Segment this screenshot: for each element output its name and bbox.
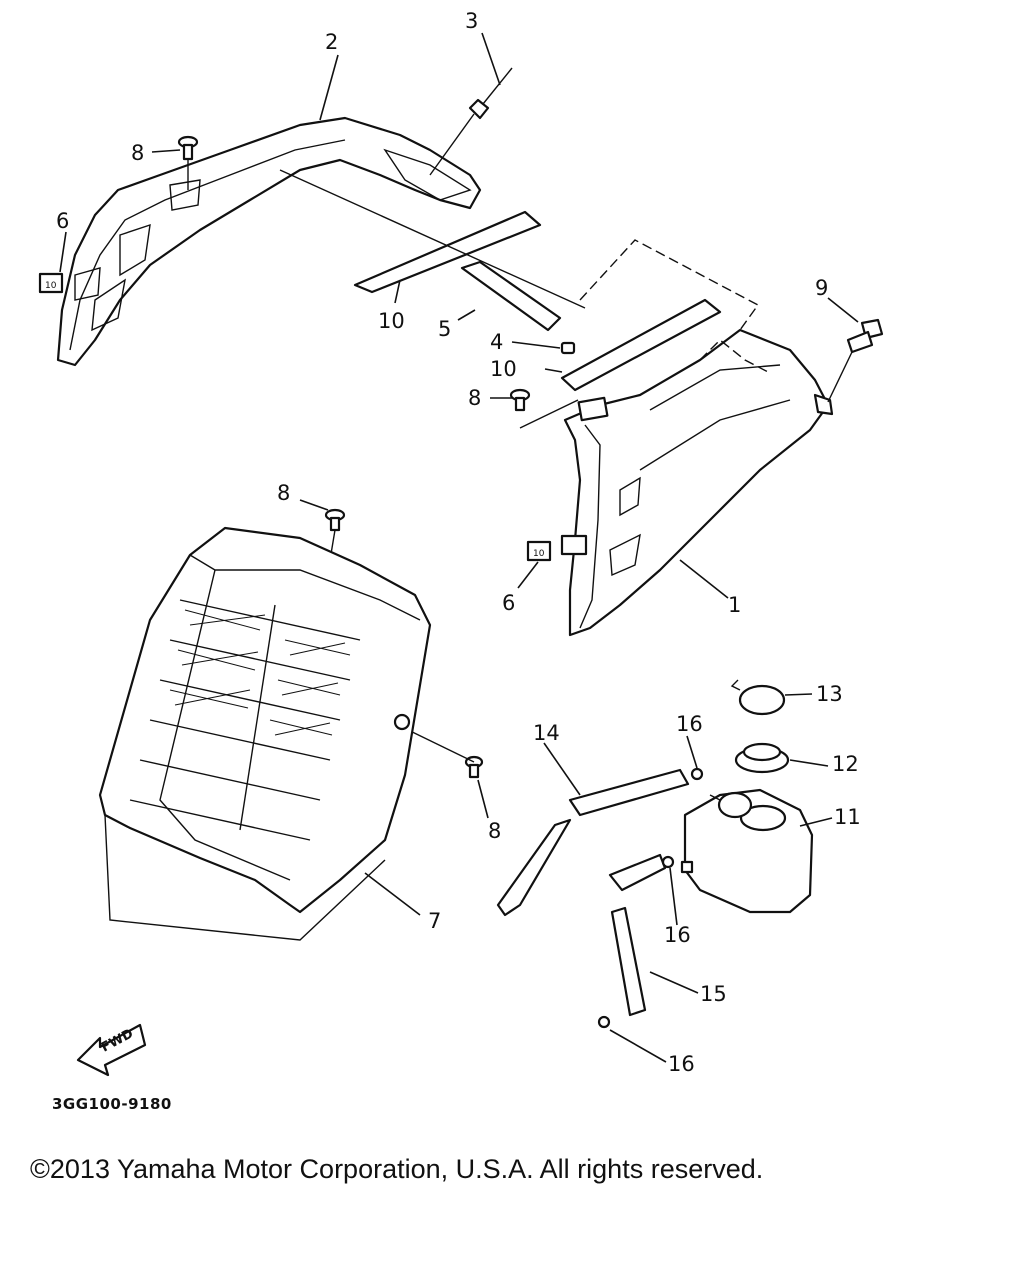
part-6-clip-left: 10	[38, 272, 64, 294]
part-8-screw-d	[401, 726, 484, 779]
part-3-rivet	[429, 67, 513, 176]
part-2-left-shroud	[56, 116, 482, 367]
part-8-screw-a	[177, 135, 199, 190]
callout-14: 14	[533, 721, 560, 745]
callout-8: 8	[488, 819, 501, 843]
callout-4: 4	[490, 330, 503, 354]
callout-8: 8	[131, 141, 144, 165]
part-5-pad	[460, 260, 562, 332]
part-1-right-shroud	[560, 328, 834, 637]
callout-16: 16	[664, 923, 691, 947]
callout-16: 16	[668, 1052, 695, 1076]
callout-10: 10	[378, 309, 405, 333]
callout-1: 1	[728, 593, 741, 617]
part-9-bolt	[827, 318, 884, 403]
part-12-filler-neck	[734, 742, 790, 774]
diagram-code: 3GG100-9180	[52, 1095, 172, 1113]
callout-13: 13	[816, 682, 843, 706]
callout-8: 8	[468, 386, 481, 410]
alignment-line	[579, 239, 760, 331]
callout-10: 10	[490, 357, 517, 381]
copyright-notice: ©2013 Yamaha Motor Corporation, U.S.A. A…	[30, 1154, 764, 1184]
callout-2: 2	[325, 30, 338, 54]
svg-text:10: 10	[533, 549, 545, 559]
callout-7: 7	[428, 909, 441, 933]
alignment-line	[519, 399, 579, 429]
callout-6: 6	[56, 209, 69, 233]
alignment-line	[279, 169, 586, 309]
part-4-grommet	[560, 341, 576, 355]
callout-9: 9	[815, 276, 828, 300]
part-11-reservoir-tank	[680, 788, 814, 914]
callout-12: 12	[832, 752, 859, 776]
part-16-clamp-a	[690, 767, 704, 781]
part-16-clamp-c	[597, 1015, 611, 1029]
callout-3: 3	[465, 9, 478, 33]
part-6-clip-right: 10	[526, 540, 552, 562]
part-10-strip-lower	[560, 298, 722, 392]
leader-lines	[59, 32, 859, 1063]
part-7-radiator-grille	[98, 526, 432, 941]
callout-8: 8	[277, 481, 290, 505]
part-16-clamp-b	[661, 855, 675, 869]
callout-15: 15	[700, 982, 727, 1006]
callout-6: 6	[502, 591, 515, 615]
part-8-screw-b	[509, 388, 531, 412]
part-14-hose	[496, 768, 690, 917]
part-8-screw-c	[324, 508, 346, 561]
part-13-cap	[730, 679, 786, 716]
callout-11: 11	[834, 805, 861, 829]
part-10-strip-upper	[353, 210, 542, 294]
fwd-arrow-icon: FWD	[76, 1023, 147, 1077]
callout-5: 5	[438, 317, 451, 341]
svg-text:10: 10	[45, 281, 57, 291]
callout-16: 16	[676, 712, 703, 736]
part-15-hose	[608, 853, 667, 1017]
callouts: 2 3 8 6 10 5 4 10 8 9 8 6 1 8 7 14 16 13…	[56, 9, 861, 1076]
